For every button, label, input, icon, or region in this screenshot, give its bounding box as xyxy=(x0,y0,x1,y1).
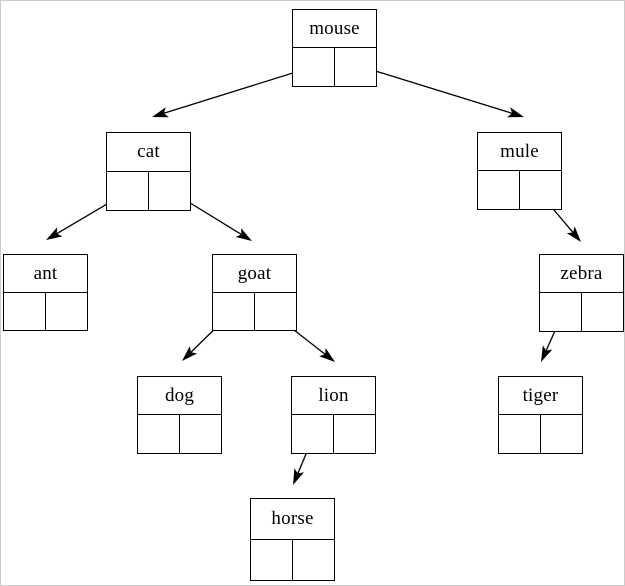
tree-node-pointer-row xyxy=(4,292,88,331)
tree-node-label: cat xyxy=(107,133,190,172)
left-pointer-cell[interactable] xyxy=(293,48,335,86)
tree-node-label: ant xyxy=(4,255,87,293)
tree-node-mouse[interactable]: mouse xyxy=(292,9,377,87)
tree-node-horse[interactable]: horse xyxy=(250,498,335,581)
right-pointer-cell[interactable] xyxy=(520,171,562,209)
tree-node-goat[interactable]: goat xyxy=(212,254,297,331)
right-pointer-cell[interactable] xyxy=(334,415,376,453)
left-pointer-cell[interactable] xyxy=(292,415,334,453)
left-pointer-cell[interactable] xyxy=(478,171,520,209)
right-pointer-cell[interactable] xyxy=(582,293,624,331)
tree-node-cat[interactable]: cat xyxy=(106,132,191,211)
tree-node-ant[interactable]: ant xyxy=(3,254,88,331)
tree-node-label: tiger xyxy=(499,377,582,415)
left-pointer-cell[interactable] xyxy=(138,415,180,453)
tree-node-pointer-row xyxy=(292,415,375,453)
tree-node-pointer-row xyxy=(251,539,335,581)
tree-edge-mouse-to-cat xyxy=(152,66,313,118)
right-pointer-cell[interactable] xyxy=(335,48,377,86)
right-pointer-cell[interactable] xyxy=(180,415,222,453)
right-pointer-cell[interactable] xyxy=(541,415,583,453)
tree-node-dog[interactable]: dog xyxy=(137,376,222,454)
right-pointer-cell[interactable] xyxy=(149,172,191,211)
tree-node-pointer-row xyxy=(213,292,297,331)
tree-node-label: goat xyxy=(213,255,296,293)
tree-node-label: dog xyxy=(138,377,221,415)
tree-node-label: mule xyxy=(478,133,561,171)
tree-node-pointer-row xyxy=(478,171,561,209)
tree-node-label: zebra xyxy=(540,255,623,293)
tree-node-pointer-row xyxy=(499,415,582,453)
tree-node-pointer-row xyxy=(540,293,623,331)
tree-node-mule[interactable]: mule xyxy=(477,132,562,210)
tree-node-label: lion xyxy=(292,377,375,415)
tree-node-zebra[interactable]: zebra xyxy=(539,254,624,332)
tree-node-tiger[interactable]: tiger xyxy=(498,376,583,454)
tree-node-pointer-row xyxy=(138,415,221,453)
left-pointer-cell[interactable] xyxy=(540,293,582,331)
left-pointer-cell[interactable] xyxy=(499,415,541,453)
tree-node-pointer-row xyxy=(107,171,191,211)
tree-edge-mouse-to-mule xyxy=(355,64,524,118)
tree-node-label: horse xyxy=(251,499,334,540)
tree-node-label: mouse xyxy=(293,10,376,48)
left-pointer-cell[interactable] xyxy=(107,171,149,210)
left-pointer-cell[interactable] xyxy=(251,539,293,580)
tree-node-pointer-row xyxy=(293,48,376,86)
left-pointer-cell[interactable] xyxy=(4,292,46,330)
right-pointer-cell[interactable] xyxy=(255,293,297,331)
tree-node-lion[interactable]: lion xyxy=(291,376,376,454)
right-pointer-cell[interactable] xyxy=(293,540,335,581)
right-pointer-cell[interactable] xyxy=(46,293,88,331)
left-pointer-cell[interactable] xyxy=(213,292,255,330)
